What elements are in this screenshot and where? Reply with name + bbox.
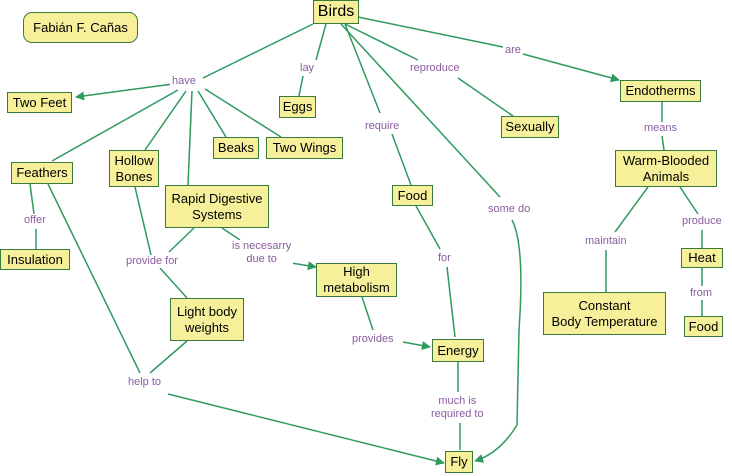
connector-light-helpto: [149, 340, 188, 374]
connector-have-feathers: [51, 89, 179, 162]
link-label-offer: offer: [22, 214, 48, 227]
link-label-some-do: some do: [486, 203, 533, 216]
connector-warm-maintain: [614, 186, 649, 233]
link-label-lay: lay: [298, 62, 317, 75]
node-eggs: Eggs: [279, 96, 316, 118]
connector-require-food: [391, 133, 412, 186]
node-sexually: Sexually: [501, 116, 559, 138]
link-label-produce: produce: [680, 215, 724, 228]
link-label-much-is-required-to: much is required to: [429, 395, 486, 421]
connector-have-hollow-bones: [144, 90, 187, 151]
node-warm-blooded-animals: Warm-Blooded Animals: [615, 150, 717, 187]
link-label-from: from: [688, 287, 714, 300]
connector-are-endotherms: [522, 53, 620, 83]
node-high-metabolism: High metabolism: [316, 263, 397, 297]
connector-helpto-fly: [167, 393, 445, 466]
connector-have-rapid-digestive: [187, 90, 193, 186]
connector-warm-produce: [679, 186, 699, 215]
link-label-is-necessary: is necesarry due to: [230, 240, 294, 266]
node-food-right: Food: [684, 316, 723, 337]
connector-for-energy: [446, 266, 456, 338]
node-two-feet: Two Feet: [7, 92, 72, 113]
connector-birds-have: [202, 23, 314, 79]
link-label-provide-for: provide for: [124, 255, 180, 268]
node-constant-body-temperature: Constant Body Temperature: [543, 292, 666, 335]
connector-rapid-isnecessary: [221, 227, 241, 241]
connector-have-two-wings: [204, 88, 282, 138]
connector-hollow-providefor: [134, 186, 152, 256]
connector-birds-somedo: [340, 23, 501, 198]
connector-birds-require: [344, 23, 381, 114]
connector-feathers-offer: [29, 183, 35, 215]
link-label-reproduce: reproduce: [408, 62, 462, 75]
node-beaks: Beaks: [213, 137, 259, 159]
connector-somedo-fly: [474, 219, 522, 463]
connector-feathers-helpto: [47, 183, 141, 374]
node-insulation: Insulation: [0, 249, 70, 270]
node-energy: Energy: [432, 339, 484, 362]
link-label-are: are: [503, 44, 523, 57]
link-label-provides: provides: [350, 333, 396, 346]
link-label-means: means: [642, 122, 680, 135]
link-label-maintain: maintain: [583, 235, 629, 248]
connector-reproduce-sexually: [457, 77, 514, 117]
node-heat: Heat: [681, 248, 723, 268]
node-endotherms: Endotherms: [620, 80, 701, 102]
link-label-help-to: help to: [126, 376, 164, 389]
author-label: Fabián F. Cañas: [23, 12, 138, 43]
node-rapid-digestive-systems: Rapid Digestive Systems: [165, 185, 269, 228]
node-birds: Birds: [313, 0, 359, 24]
connector-providefor-light: [159, 267, 188, 299]
connector-lay-eggs: [298, 75, 304, 97]
connector-birds-lay: [315, 23, 327, 61]
node-two-wings: Two Wings: [266, 137, 343, 159]
connector-rapid-providefor: [168, 227, 195, 253]
node-hollow-bones: Hollow Bones: [109, 150, 159, 187]
connector-high-provides: [361, 296, 374, 331]
connector-provides-energy: [402, 341, 431, 350]
connector-food-for: [415, 205, 441, 250]
connector-birds-reproduce: [344, 23, 419, 61]
link-label-require: require: [363, 120, 402, 133]
link-label-for: for: [436, 252, 453, 265]
node-food-left: Food: [392, 185, 433, 206]
node-feathers: Feathers: [11, 162, 73, 184]
connector-have-beaks: [197, 90, 227, 138]
connector-have-two-feet: [75, 83, 174, 101]
link-label-have: have: [170, 75, 198, 88]
node-light-body-weights: Light body weights: [170, 298, 244, 341]
connector-birds-are: [357, 16, 504, 48]
connector-means-warm: [661, 135, 665, 151]
node-fly: Fly: [445, 451, 473, 473]
